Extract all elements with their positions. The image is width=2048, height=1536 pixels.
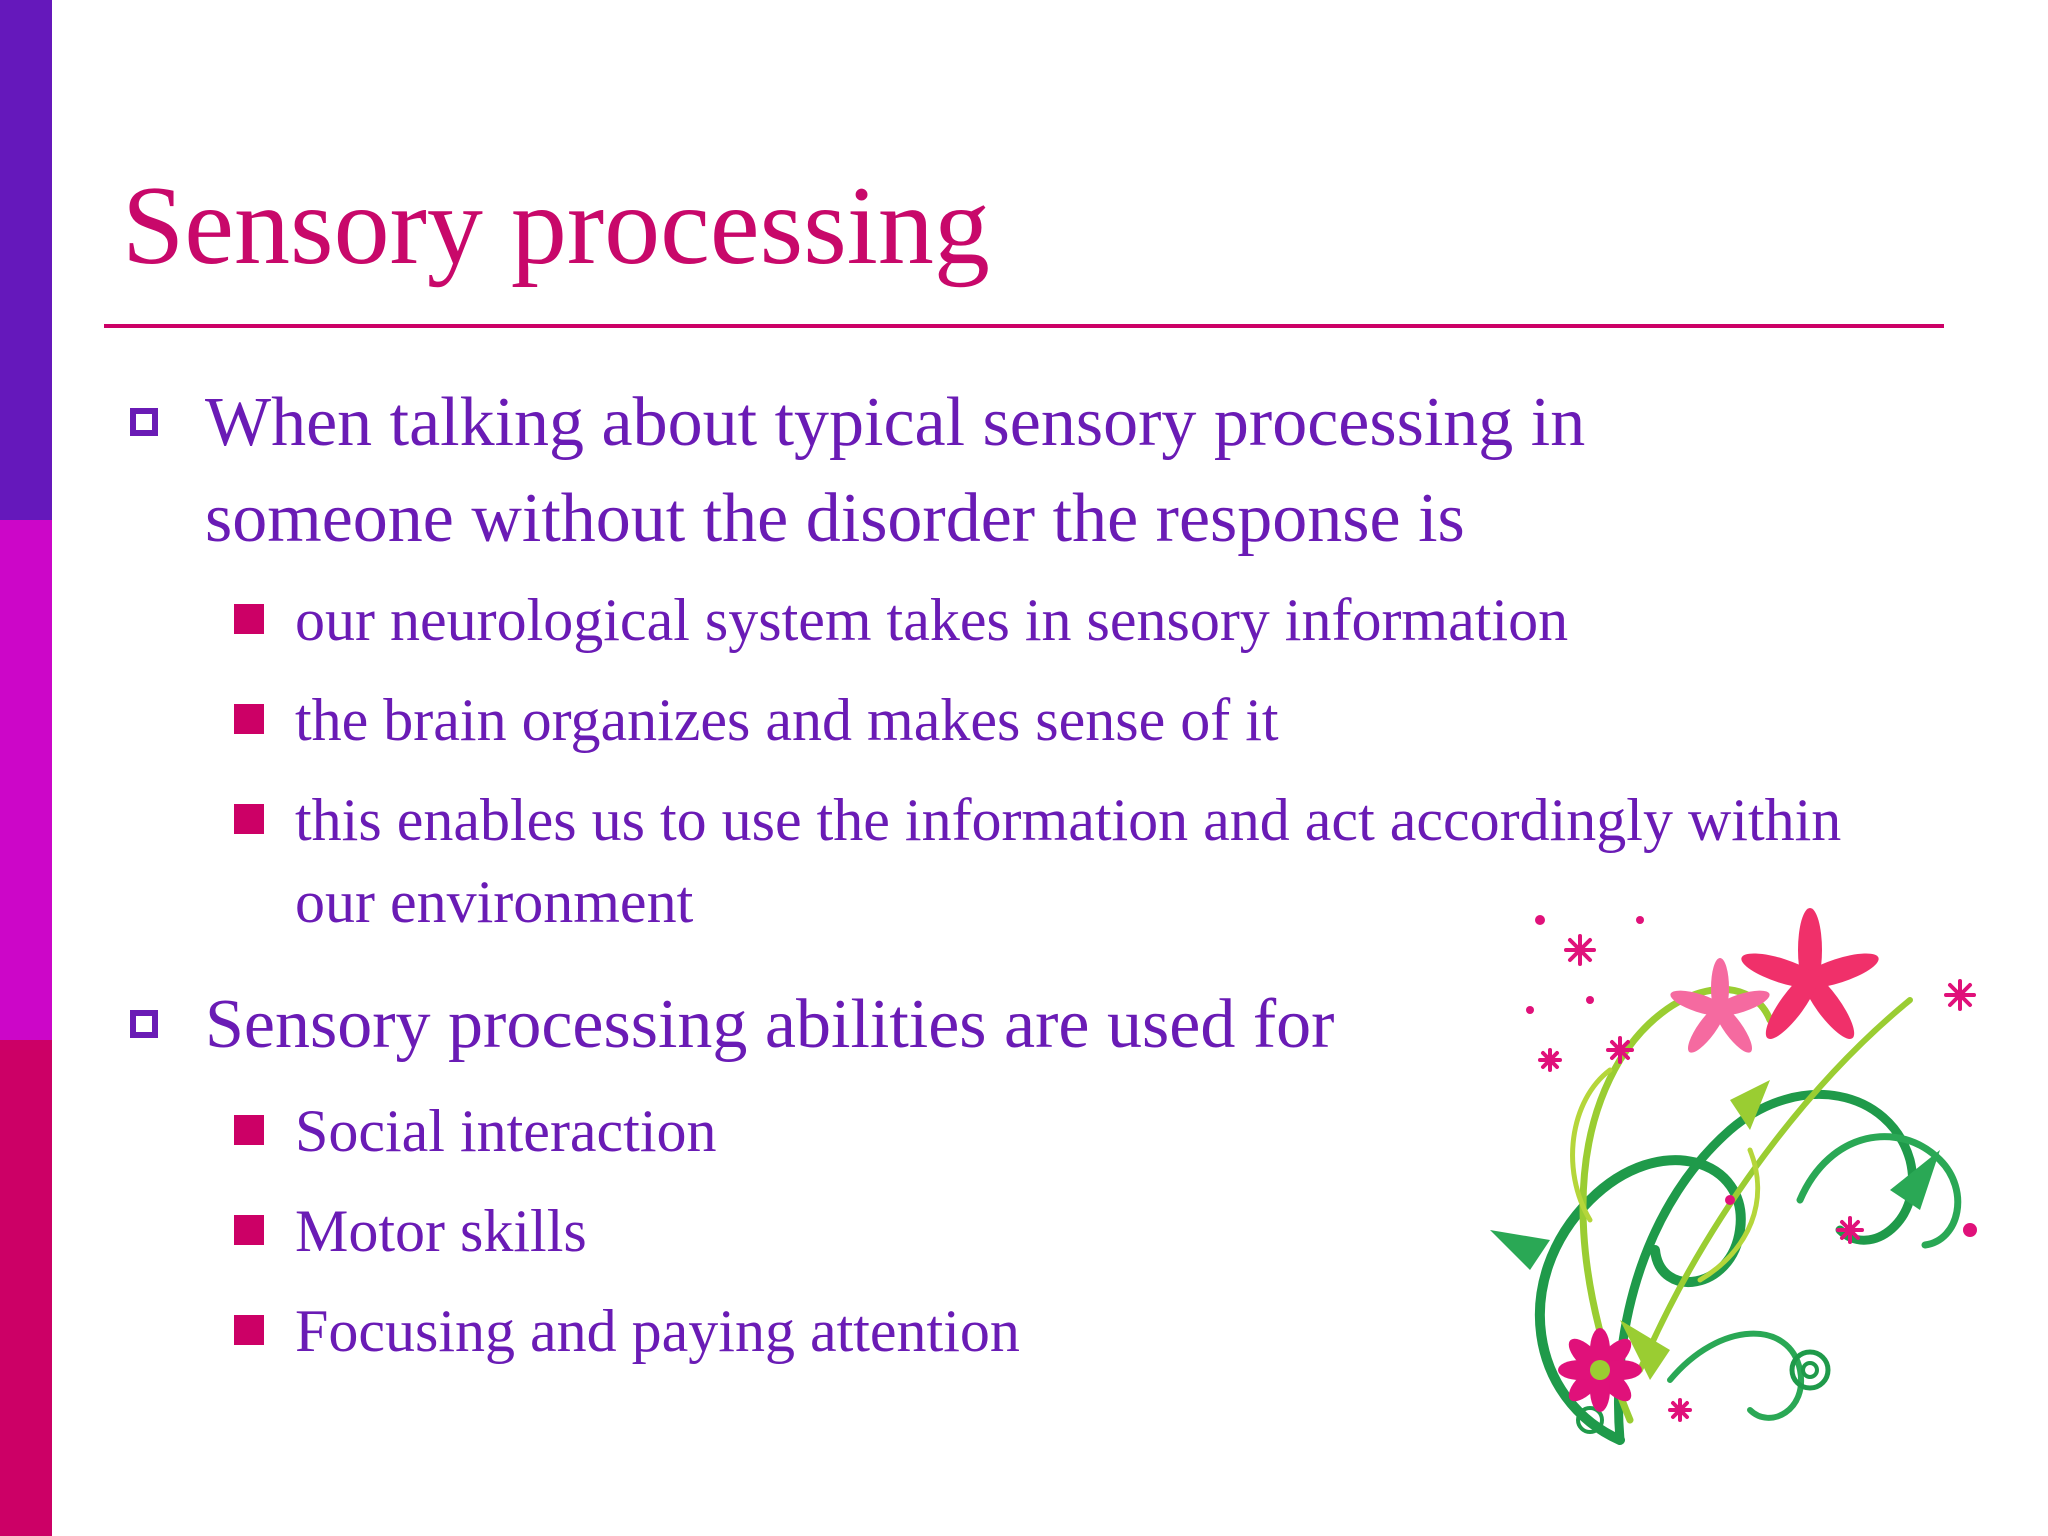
side-bar-purple: [0, 0, 52, 520]
sub-bullet-text: Social interaction: [295, 1098, 717, 1164]
sub-bullet-text: our neurological system takes in sensory…: [295, 587, 1569, 653]
bullet-text: When talking about typical sensory proce…: [205, 384, 1586, 557]
hollow-square-icon: [130, 1010, 158, 1038]
side-bar-crimson: [0, 1040, 52, 1536]
filled-square-icon: [234, 1115, 264, 1145]
filled-square-icon: [234, 704, 264, 734]
sub-bullet-text: Motor skills: [295, 1198, 587, 1264]
sub-bullet-text: Focusing and paying attention: [295, 1298, 1020, 1364]
filled-square-icon: [234, 1215, 264, 1245]
side-bar-magenta: [0, 520, 52, 1040]
filled-square-icon: [234, 1315, 264, 1345]
hollow-square-icon: [130, 408, 158, 436]
sub-bullet-text: the brain organizes and makes sense of i…: [295, 687, 1279, 753]
title-underline: [104, 324, 1944, 328]
filled-square-icon: [234, 604, 264, 634]
sub-bullet-text: this enables us to use the information a…: [295, 787, 1842, 935]
floral-swirl-icon: [1490, 908, 1977, 1445]
bullet-text: Sensory processing abilities are used fo…: [205, 986, 1335, 1063]
filled-square-icon: [234, 804, 264, 834]
slide-title: Sensory processing: [122, 164, 990, 288]
